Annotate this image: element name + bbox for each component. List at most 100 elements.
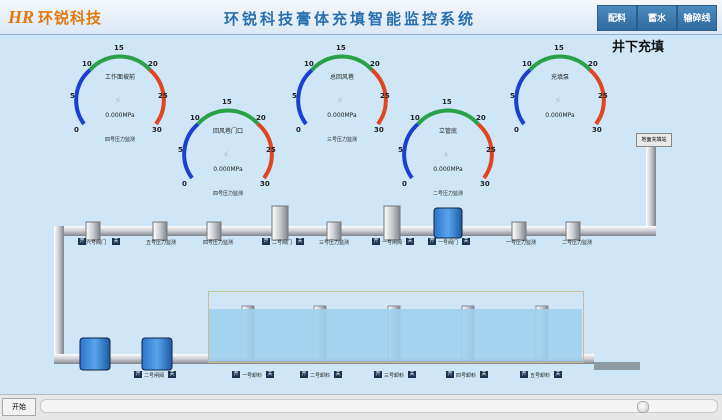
valve-label: 五号压力监测 xyxy=(146,240,177,246)
valve-close-button[interactable]: 关 xyxy=(168,371,176,378)
logo-mark: HR xyxy=(8,6,35,27)
valve-label: 二号闸阀 xyxy=(144,373,165,379)
pipe-outlet xyxy=(594,362,640,370)
valve-close-button[interactable]: 关 xyxy=(296,238,304,245)
valve-open-button[interactable]: 开 xyxy=(374,371,382,378)
valve-open-button[interactable]: 开 xyxy=(262,238,270,245)
ground-station-label: 地面充填站 xyxy=(636,133,672,147)
gauge-dial: ⚡ xyxy=(402,108,494,180)
gauge-tick: 10 xyxy=(410,114,420,122)
gauge-tick: 25 xyxy=(380,92,390,100)
valve-label: 五号卸料 xyxy=(530,373,551,379)
valve-label: 二号压力监测 xyxy=(562,240,593,246)
valve-label: 一号压力监测 xyxy=(506,240,537,246)
valve-open-button[interactable]: 开 xyxy=(300,371,308,378)
gauge-name: 充填泵 xyxy=(550,74,569,81)
gauge-tick: 30 xyxy=(592,126,602,134)
valve-open-button[interactable]: 开 xyxy=(446,371,454,378)
valve-close-button[interactable]: 关 xyxy=(462,238,470,245)
gauge-tick: 20 xyxy=(148,60,158,68)
gauge-dial: ⚡ xyxy=(514,54,606,126)
valve-open-button[interactable]: 开 xyxy=(134,371,142,378)
gauge-tick: 10 xyxy=(190,114,200,122)
valve-label: 一号阀门 xyxy=(438,240,459,246)
pipe-segment xyxy=(60,226,656,236)
gauge-tick: 0 xyxy=(74,126,79,134)
section-title: 井下充填 xyxy=(612,39,665,54)
gauge-tick: 15 xyxy=(442,98,452,106)
valve-open-button[interactable]: 开 xyxy=(428,238,436,245)
pump-bottom-2 xyxy=(141,337,173,371)
gauge-name: 回风巷门口 xyxy=(212,128,243,135)
gauge-tick: 15 xyxy=(222,98,232,106)
svg-text:⚡: ⚡ xyxy=(554,96,561,107)
taskbar: 开始 xyxy=(0,394,722,420)
slurry-tank-water xyxy=(208,309,582,361)
valve-close-button[interactable]: 关 xyxy=(554,371,562,378)
gauge-dial: ⚡ xyxy=(74,54,166,126)
gauge-value: 0.000MPa xyxy=(105,112,135,119)
gauge-name: 工作面坡前 xyxy=(104,74,135,81)
water-storage-button[interactable]: 蓄水 xyxy=(637,5,677,31)
pressure-gauge-3: ⚡ 总回风巷 0.000MPa 三号压力监测 0 5 10 15 20 25 3… xyxy=(290,42,394,146)
valve-open-button[interactable]: 开 xyxy=(372,238,380,245)
gauge-tick: 0 xyxy=(296,126,301,134)
valve-close-button[interactable]: 关 xyxy=(480,371,488,378)
gauge-tick: 20 xyxy=(256,114,266,122)
gauge-tick: 30 xyxy=(374,126,384,134)
gauge-caption: 二号压力监测 xyxy=(432,191,463,197)
batching-button[interactable]: 配料 xyxy=(597,5,637,31)
gauge-tick: 30 xyxy=(480,180,490,188)
start-button[interactable]: 开始 xyxy=(2,398,36,416)
gauge-value: 0.000MPa xyxy=(327,112,357,119)
crushing-line-button[interactable]: 输碎线 xyxy=(677,5,717,31)
gauge-name: 立管底 xyxy=(438,128,457,135)
gauge-tick: 0 xyxy=(402,180,407,188)
gauge-tick: 25 xyxy=(158,92,168,100)
gauge-caption: 四号压力监测 xyxy=(104,137,135,143)
valve-label: 三号卸料 xyxy=(384,373,405,379)
pipe-segment xyxy=(646,146,656,226)
gauge-tick: 15 xyxy=(336,44,346,52)
gauge-tick: 5 xyxy=(398,146,403,154)
pressure-gauge-4: ⚡ 立管底 0.000MPa 二号压力监测 0 5 10 15 20 25 30 xyxy=(396,96,500,200)
valve-close-button[interactable]: 关 xyxy=(266,371,274,378)
scroll-thumb[interactable] xyxy=(637,401,649,413)
valve-close-button[interactable]: 关 xyxy=(408,371,416,378)
gauge-tick: 25 xyxy=(598,92,608,100)
svg-text:⚡: ⚡ xyxy=(114,96,121,107)
gauge-tick: 10 xyxy=(522,60,532,68)
pump-bottom-1 xyxy=(79,337,111,371)
svg-text:⚡: ⚡ xyxy=(336,96,343,107)
pipe-segment xyxy=(54,226,64,360)
valve-label: 四号压力监测 xyxy=(203,240,234,246)
gauge-tick: 25 xyxy=(266,146,276,154)
logo-text: 环锐科技 xyxy=(38,9,103,27)
gauge-tick: 5 xyxy=(292,92,297,100)
slurry-tank xyxy=(208,291,584,363)
valve-open-button[interactable]: 开 xyxy=(78,238,86,245)
valve-label: 二号卸料 xyxy=(310,373,331,379)
gauge-tick: 0 xyxy=(182,180,187,188)
gauge-value: 0.000MPa xyxy=(433,166,463,173)
svg-text:⚡: ⚡ xyxy=(222,150,229,161)
valve-label: 一号卸料 xyxy=(242,373,263,379)
gauge-tick: 15 xyxy=(554,44,564,52)
pressure-gauge-1: ⚡ 工作面坡前 0.000MPa 四号压力监测 0 5 10 15 20 25 … xyxy=(68,42,172,146)
valve-label: 六号阀门 xyxy=(86,240,107,246)
valve-label: 四号卸料 xyxy=(456,373,477,379)
valve-open-button[interactable]: 开 xyxy=(232,371,240,378)
valve-close-button[interactable]: 关 xyxy=(334,371,342,378)
gauge-caption: 三号压力监测 xyxy=(326,137,357,143)
gauge-value: 0.000MPa xyxy=(213,166,243,173)
svg-text:⚡: ⚡ xyxy=(442,150,449,161)
gauge-tick: 10 xyxy=(82,60,92,68)
valve-close-button[interactable]: 关 xyxy=(112,238,120,245)
gauge-tick: 30 xyxy=(260,180,270,188)
page-title: 环锐科技膏体充填智能监控系统 xyxy=(223,11,476,28)
gauge-name: 总回风巷 xyxy=(329,74,354,81)
gauge-tick: 5 xyxy=(510,92,515,100)
valve-open-button[interactable]: 开 xyxy=(520,371,528,378)
scroll-track[interactable] xyxy=(40,399,718,413)
valve-close-button[interactable]: 关 xyxy=(406,238,414,245)
